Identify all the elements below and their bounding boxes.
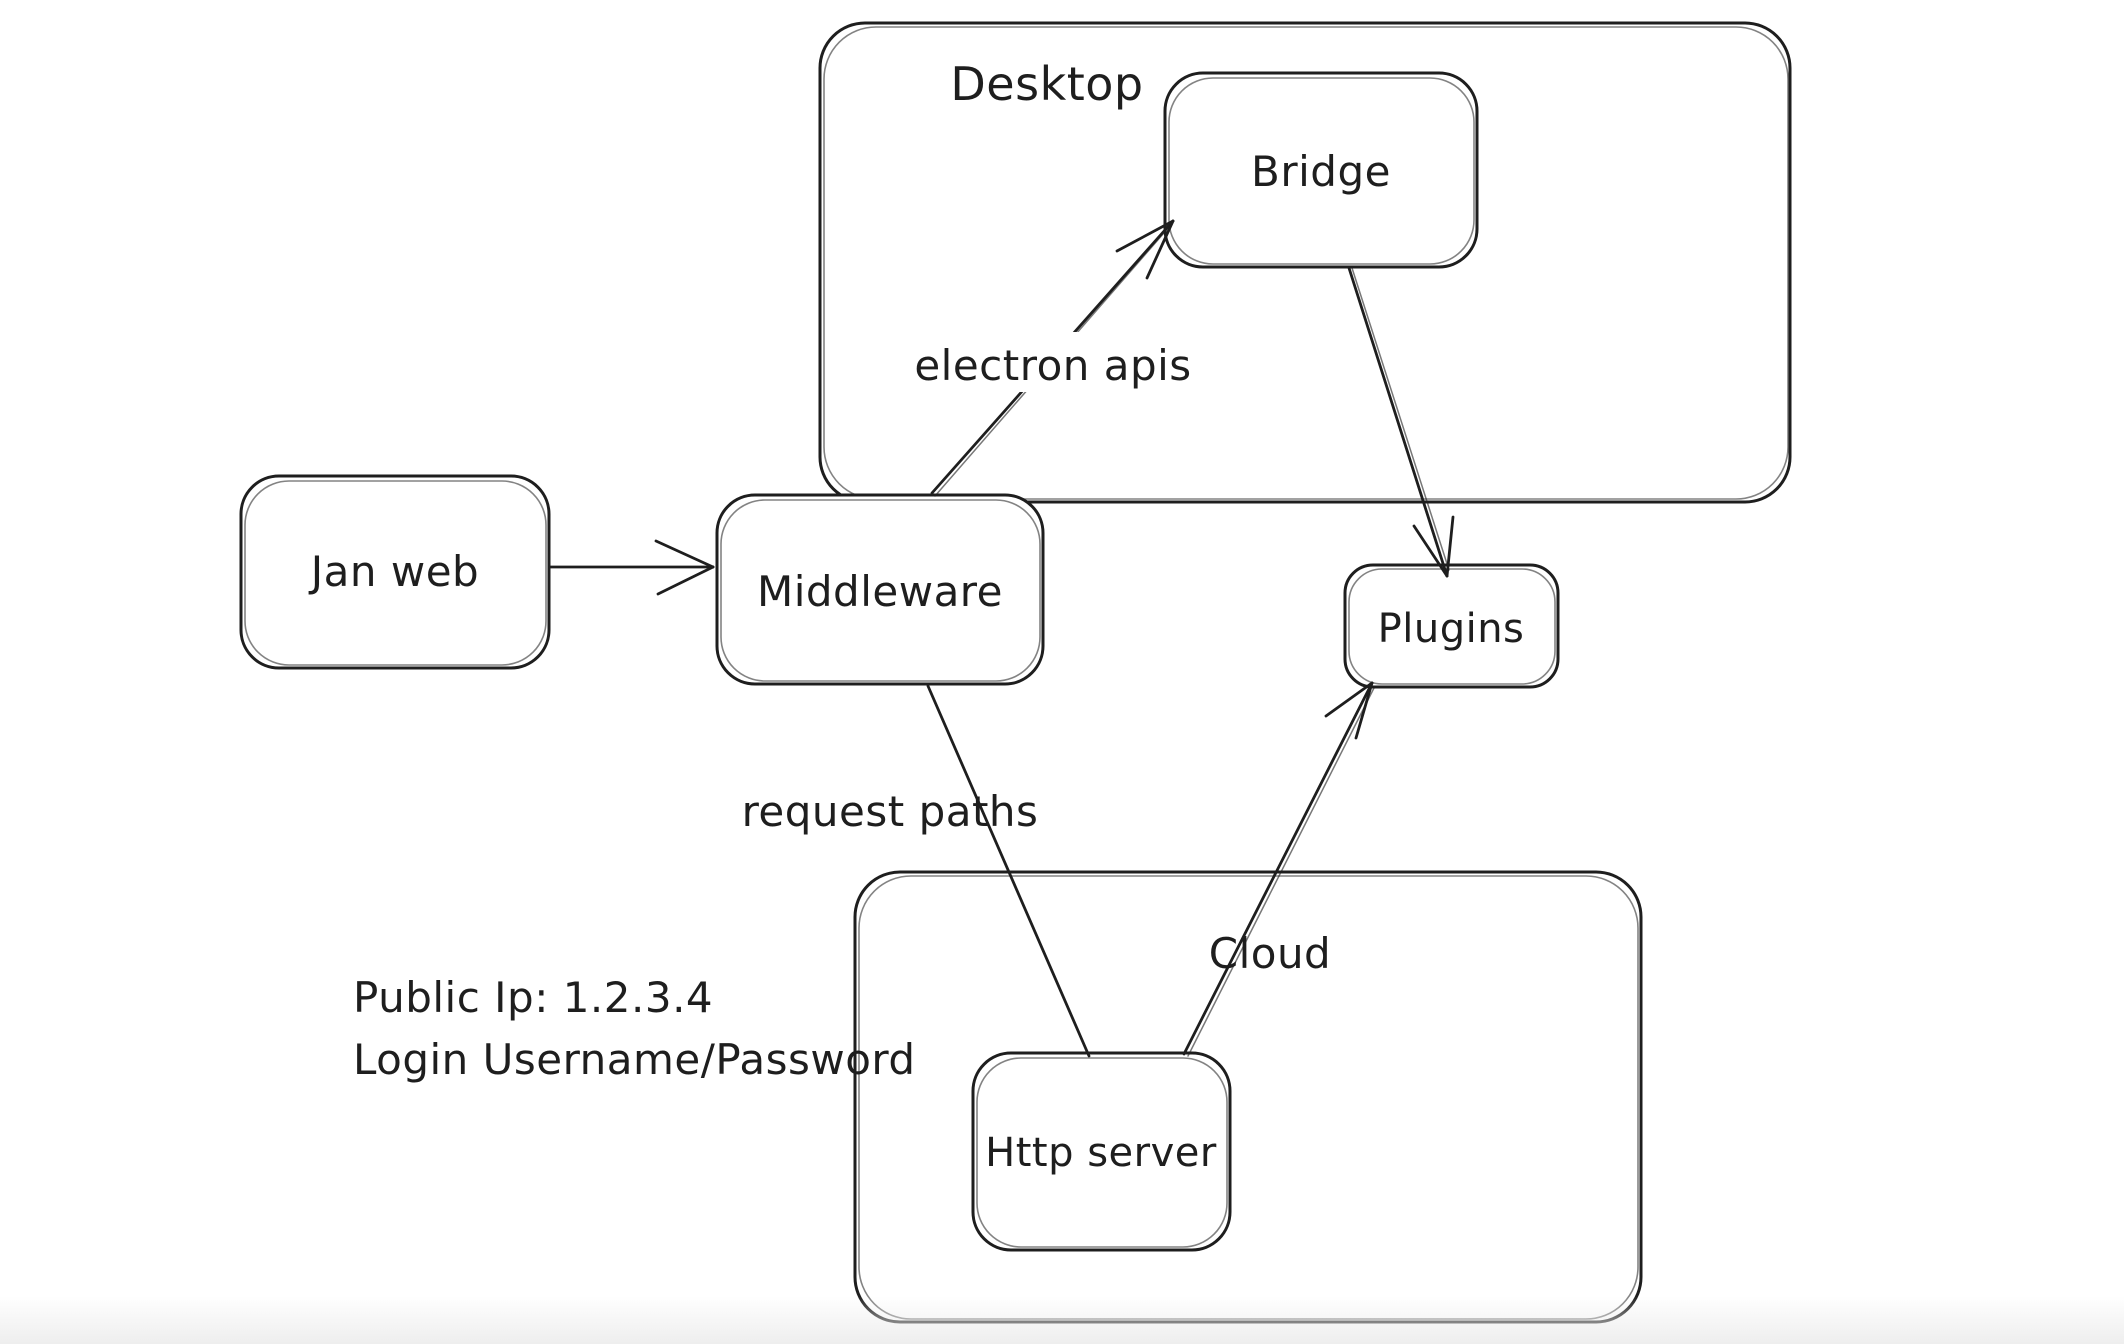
jan-web-label[interactable]: Jan web bbox=[308, 547, 479, 596]
middleware-label[interactable]: Middleware bbox=[757, 567, 1003, 616]
plugins-box[interactable] bbox=[1343, 563, 1560, 689]
container-desktop[interactable]: Desktop bbox=[818, 21, 1792, 504]
edge-bridge-plugins-shaft bbox=[1347, 266, 1449, 578]
edge-httpserver-plugins-shaft bbox=[1182, 681, 1374, 1056]
edge-middleware-httpserver[interactable] bbox=[926, 684, 1091, 1058]
http-server-label[interactable]: Http server bbox=[985, 1130, 1217, 1176]
edge-middleware-bridge-arrowhead2 bbox=[1145, 219, 1175, 280]
node-http-server[interactable]: Http server bbox=[971, 1051, 1232, 1252]
annotation-credentials[interactable]: Public Ip: 1.2.3.4 Login Username/Passwo… bbox=[353, 973, 916, 1084]
bridge-label[interactable]: Bridge bbox=[1251, 147, 1391, 196]
container-cloud[interactable]: Cloud bbox=[853, 870, 1643, 1324]
edge-janweb-middleware-arrowhead2 bbox=[656, 565, 715, 596]
plugins-box-overdraw bbox=[1348, 568, 1556, 685]
bridge-box-overdraw bbox=[1168, 77, 1475, 265]
node-middleware[interactable]: Middleware bbox=[715, 493, 1045, 686]
edge-httpserver-plugins-arrowhead bbox=[1324, 681, 1374, 718]
edge-httpserver-plugins[interactable] bbox=[1182, 681, 1375, 1057]
edge-label-electron-apis-bg bbox=[915, 332, 1193, 392]
node-plugins[interactable]: Plugins bbox=[1343, 563, 1560, 689]
annotation-public-ip[interactable]: Public Ip: 1.2.3.4 bbox=[353, 973, 713, 1022]
edge-bridge-plugins-arrowhead bbox=[1412, 524, 1449, 578]
edge-bridge-plugins-overdraw bbox=[1351, 267, 1450, 571]
jan-web-box-overdraw bbox=[244, 480, 547, 666]
middleware-box-overdraw bbox=[720, 499, 1041, 682]
edge-httpserver-plugins-arrowhead2 bbox=[1354, 681, 1374, 740]
node-jan-web[interactable]: Jan web bbox=[239, 474, 551, 670]
edge-label-request-paths[interactable]: request paths bbox=[742, 787, 1039, 836]
http-server-box-overdraw bbox=[976, 1057, 1228, 1248]
middleware-box[interactable] bbox=[715, 493, 1045, 686]
edge-janweb-middleware-arrowhead bbox=[654, 539, 715, 569]
desktop-container-outline[interactable] bbox=[818, 21, 1792, 504]
desktop-container-overdraw bbox=[823, 26, 1789, 500]
edge-httpserver-plugins-overdraw bbox=[1187, 687, 1375, 1057]
edge-label-electron-apis[interactable]: electron apis bbox=[914, 341, 1191, 390]
node-bridge[interactable]: Bridge bbox=[1163, 71, 1479, 269]
http-server-box[interactable] bbox=[971, 1051, 1232, 1252]
annotation-login[interactable]: Login Username/Password bbox=[353, 1035, 916, 1084]
edge-middleware-bridge-arrowhead bbox=[1115, 219, 1175, 253]
cloud-container-label[interactable]: Cloud bbox=[1209, 929, 1331, 978]
bridge-box[interactable] bbox=[1163, 71, 1479, 269]
edge-bridge-plugins[interactable] bbox=[1347, 266, 1455, 578]
desktop-container-label[interactable]: Desktop bbox=[950, 57, 1143, 111]
edge-janweb-middleware[interactable] bbox=[547, 539, 715, 596]
edge-label-electron-apis-group[interactable]: electron apis bbox=[914, 332, 1193, 392]
jan-web-box[interactable] bbox=[239, 474, 551, 670]
edge-middleware-httpserver-shaft bbox=[926, 684, 1091, 1058]
plugins-label[interactable]: Plugins bbox=[1378, 606, 1525, 652]
